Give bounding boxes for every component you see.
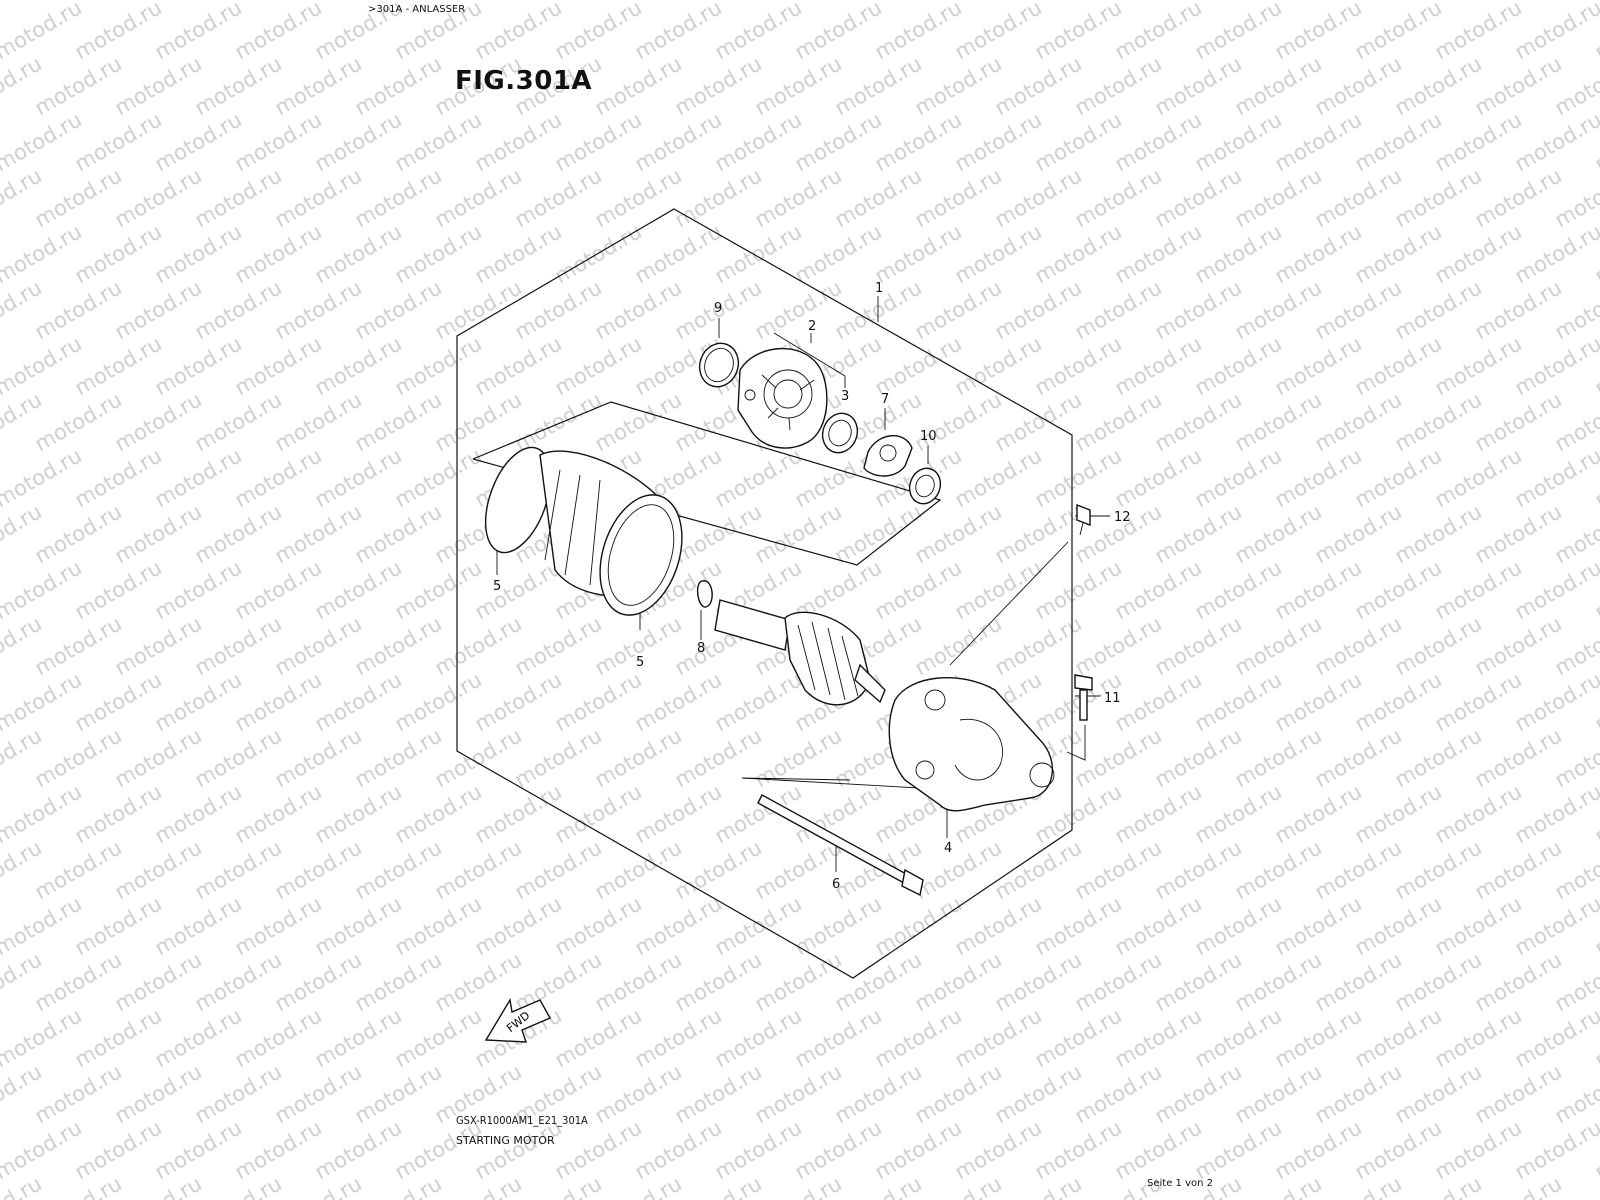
page-number: Seite 1 von 2 — [1147, 1178, 1213, 1189]
model-name: STARTING MOTOR — [456, 1134, 555, 1147]
model-code: GSX-R1000AM1_E21_301A — [456, 1114, 588, 1127]
part-rear-cover — [737, 347, 828, 449]
callout-2: 2 — [808, 319, 816, 334]
callout-3: 3 — [841, 389, 849, 404]
assembly-frame — [456, 208, 1073, 979]
part-yoke-housing — [484, 446, 683, 616]
part-front-bracket — [888, 677, 1055, 812]
callout-5a: 5 — [493, 579, 501, 594]
callout-12: 12 — [1114, 510, 1131, 525]
figure-title: FIG.301A — [455, 66, 593, 96]
callout-9: 9 — [714, 301, 722, 316]
callout-1: 1 — [875, 281, 883, 296]
part-armature — [714, 599, 886, 706]
callout-labels: 1 2 3 4 5 5 6 7 8 9 10 11 12 — [493, 281, 1131, 892]
part-bearing — [821, 412, 859, 454]
callout-11: 11 — [1104, 691, 1121, 706]
breadcrumb: >301A - ANLASSER — [368, 4, 466, 15]
fwd-arrow-icon: FWD — [484, 998, 551, 1043]
part-lock-plate — [863, 434, 913, 477]
callout-8: 8 — [697, 641, 705, 656]
callout-6: 6 — [832, 877, 840, 892]
part-washer — [908, 467, 942, 505]
callout-5b: 5 — [636, 655, 644, 670]
callout-10: 10 — [920, 429, 937, 444]
part-circlip — [696, 580, 713, 608]
part-screw-small — [1076, 503, 1091, 536]
housing-subframe — [472, 401, 942, 566]
callout-7: 7 — [881, 392, 889, 407]
callout-4: 4 — [944, 841, 952, 856]
part-o-ring — [698, 342, 740, 388]
part-bolt — [1074, 674, 1093, 721]
part-through-bolt — [757, 794, 924, 897]
